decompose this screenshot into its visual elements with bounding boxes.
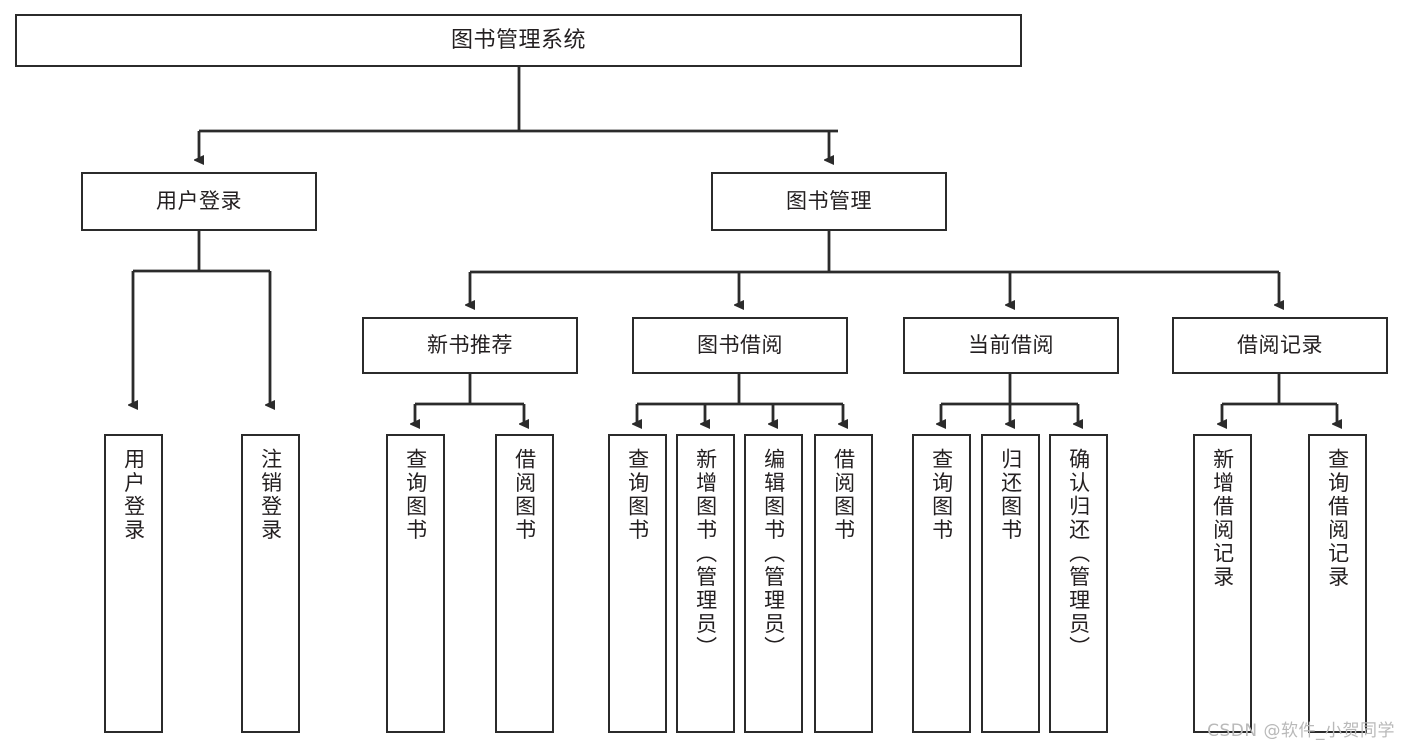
- node-edit-book-label: 编辑图书（管理员）: [761, 448, 786, 660]
- node-borrow-record[interactable]: 借阅记录: [1172, 317, 1388, 374]
- node-confirm-return[interactable]: 确认归还（管理员）: [1049, 434, 1108, 733]
- node-logout[interactable]: 注销登录: [241, 434, 300, 733]
- node-new-book-recommend[interactable]: 新书推荐: [362, 317, 578, 374]
- node-borrow-book-2-label: 借阅图书: [831, 448, 856, 542]
- node-borrow-book-1-label: 借阅图书: [512, 448, 537, 542]
- node-current-borrow-label: 当前借阅: [968, 333, 1054, 358]
- watermark: CSDN @软件_小贺同学: [1207, 721, 1395, 741]
- node-borrow-record-label: 借阅记录: [1237, 333, 1323, 358]
- node-add-book[interactable]: 新增图书（管理员）: [676, 434, 735, 733]
- node-query-book-2-label: 查询图书: [625, 448, 650, 542]
- node-login-label: 用户登录: [121, 448, 146, 542]
- node-query-book-3[interactable]: 查询图书: [912, 434, 971, 733]
- node-logout-label: 注销登录: [258, 448, 283, 542]
- node-return-book-label: 归还图书: [998, 448, 1023, 542]
- node-add-record[interactable]: 新增借阅记录: [1193, 434, 1252, 733]
- node-book-borrow[interactable]: 图书借阅: [632, 317, 848, 374]
- node-root[interactable]: 图书管理系统: [15, 14, 1022, 67]
- node-confirm-return-label: 确认归还（管理员）: [1066, 448, 1091, 660]
- node-query-record[interactable]: 查询借阅记录: [1308, 434, 1367, 733]
- node-login[interactable]: 用户登录: [104, 434, 163, 733]
- node-query-record-label: 查询借阅记录: [1325, 448, 1350, 589]
- node-query-book-2[interactable]: 查询图书: [608, 434, 667, 733]
- node-borrow-book-1[interactable]: 借阅图书: [495, 434, 554, 733]
- node-user-login-label: 用户登录: [156, 189, 242, 214]
- node-root-label: 图书管理系统: [450, 27, 586, 53]
- node-add-record-label: 新增借阅记录: [1210, 448, 1235, 589]
- node-return-book[interactable]: 归还图书: [981, 434, 1040, 733]
- node-current-borrow[interactable]: 当前借阅: [903, 317, 1119, 374]
- node-book-manage[interactable]: 图书管理: [711, 172, 947, 231]
- node-query-book-3-label: 查询图书: [929, 448, 954, 542]
- node-query-book-1-label: 查询图书: [403, 448, 428, 542]
- node-borrow-book-2[interactable]: 借阅图书: [814, 434, 873, 733]
- node-user-login[interactable]: 用户登录: [81, 172, 317, 231]
- node-book-manage-label: 图书管理: [786, 189, 872, 214]
- node-edit-book[interactable]: 编辑图书（管理员）: [744, 434, 803, 733]
- node-add-book-label: 新增图书（管理员）: [693, 448, 718, 660]
- node-query-book-1[interactable]: 查询图书: [386, 434, 445, 733]
- node-new-book-recommend-label: 新书推荐: [427, 333, 513, 358]
- node-book-borrow-label: 图书借阅: [697, 333, 783, 358]
